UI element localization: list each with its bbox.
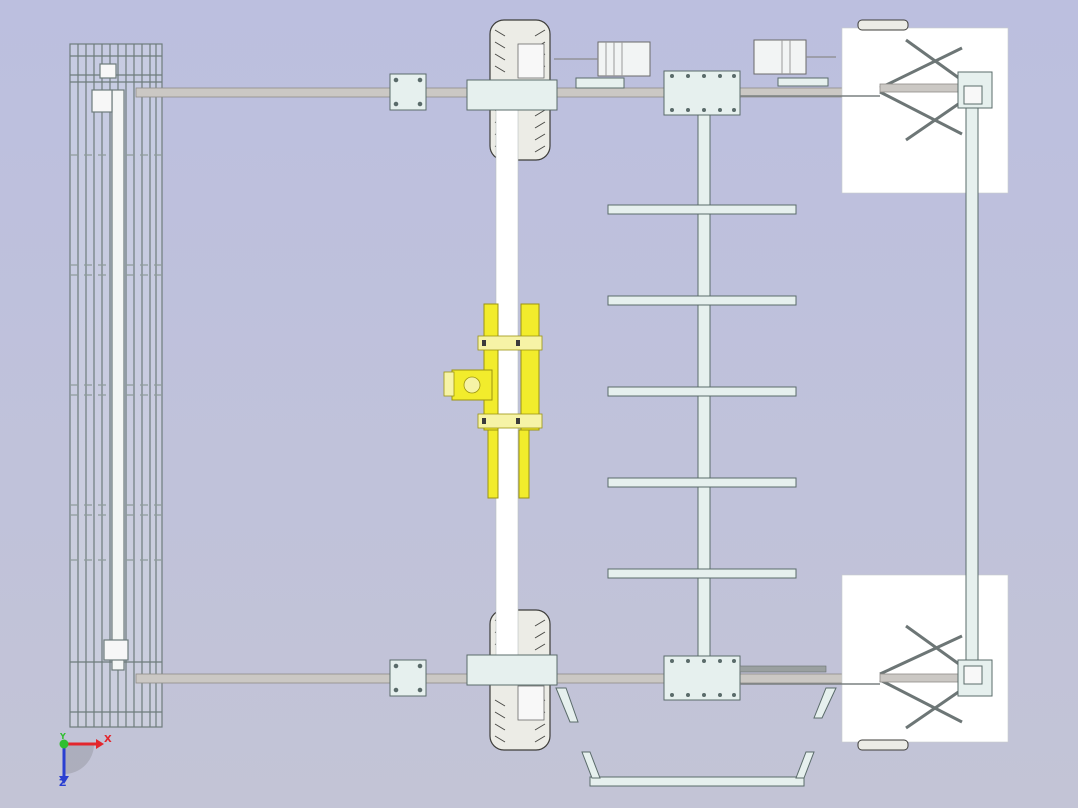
coordinate-triad xyxy=(59,739,104,784)
z-axis-label: Z xyxy=(59,778,67,789)
hydraulic-cylinder-assembly[interactable] xyxy=(443,303,543,499)
axle-mount-bottom[interactable] xyxy=(466,654,558,686)
x-axis-arrowhead xyxy=(96,739,104,749)
hydraulic-pump-unit[interactable] xyxy=(443,369,493,401)
center-frame-plate-top[interactable] xyxy=(663,70,741,116)
center-frame-plate-bottom[interactable] xyxy=(663,655,741,701)
rail-plate-bottom-left[interactable] xyxy=(389,659,427,697)
right-vertical-beam[interactable] xyxy=(965,91,979,677)
motor-top-right[interactable] xyxy=(753,39,836,87)
axle-mount-top[interactable] xyxy=(466,79,558,111)
right-end-plate-bottom[interactable] xyxy=(957,659,993,697)
left-grate-frame[interactable] xyxy=(69,43,163,728)
center-tine-frame[interactable] xyxy=(607,109,797,661)
right-end-plate-top[interactable] xyxy=(957,71,993,109)
rear-wheel-bottom-right[interactable] xyxy=(857,739,909,751)
right-bottom-panel[interactable] xyxy=(841,574,1009,743)
y-axis-dot xyxy=(59,739,69,749)
x-axis-label: X xyxy=(104,734,112,745)
bottom-rail-bar[interactable] xyxy=(739,665,827,673)
bottom-tow-bar[interactable] xyxy=(555,687,837,787)
y-axis-label: Y xyxy=(60,732,66,741)
right-top-panel[interactable] xyxy=(841,27,1009,194)
rail-plate-top-left[interactable] xyxy=(389,73,427,111)
triad-quadrant xyxy=(64,744,94,774)
rear-wheel-top-right[interactable] xyxy=(857,19,909,31)
main-axle-beam[interactable] xyxy=(495,99,519,681)
motor-top-center[interactable] xyxy=(554,41,651,89)
z-axis-arrowhead xyxy=(59,776,69,784)
